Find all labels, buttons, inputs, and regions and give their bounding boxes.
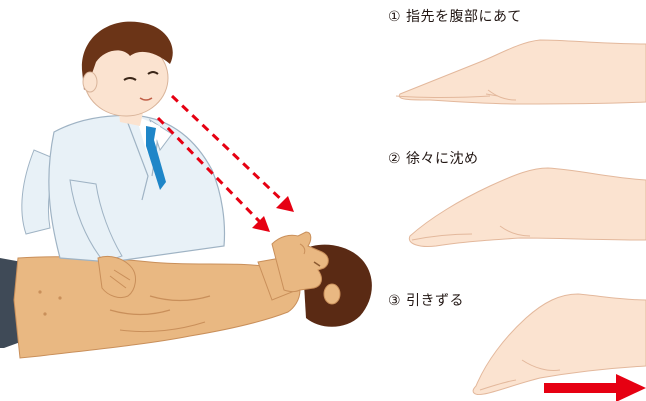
hand-step-1 [396, 40, 646, 104]
patient-torso [14, 257, 300, 358]
step-2-label: ② 徐々に沈め [388, 148, 479, 168]
step-1-label: ① 指先を腹部にあて [388, 6, 522, 26]
hand-step-2 [409, 168, 646, 247]
step-3-label: ③ 引きずる [388, 290, 464, 310]
doctor [22, 22, 225, 298]
patient-ear [324, 284, 340, 304]
drag-arrow [544, 374, 646, 401]
